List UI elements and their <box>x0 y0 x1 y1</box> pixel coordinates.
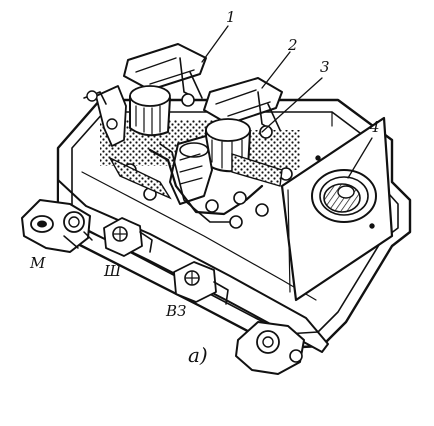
terminal-sh-label: Ш <box>103 262 122 280</box>
terminal-vz <box>173 261 229 305</box>
relay-1 <box>83 43 207 147</box>
terminal-m-label: М <box>29 254 46 272</box>
callout-4: 4 <box>369 118 380 136</box>
terminal-sh <box>103 217 153 257</box>
callout-3: 3 <box>320 58 330 76</box>
terminal-m-mount <box>21 199 93 253</box>
floor-resistors <box>108 153 283 200</box>
terminal-vz-label: ВЗ <box>165 302 186 320</box>
figure-caption: а) <box>188 343 208 367</box>
leader-lines <box>201 25 373 179</box>
resistor-plate <box>280 116 394 302</box>
mounting-lug-right <box>235 321 305 375</box>
callout-2: 2 <box>287 36 298 54</box>
callout-1: 1 <box>226 8 236 26</box>
